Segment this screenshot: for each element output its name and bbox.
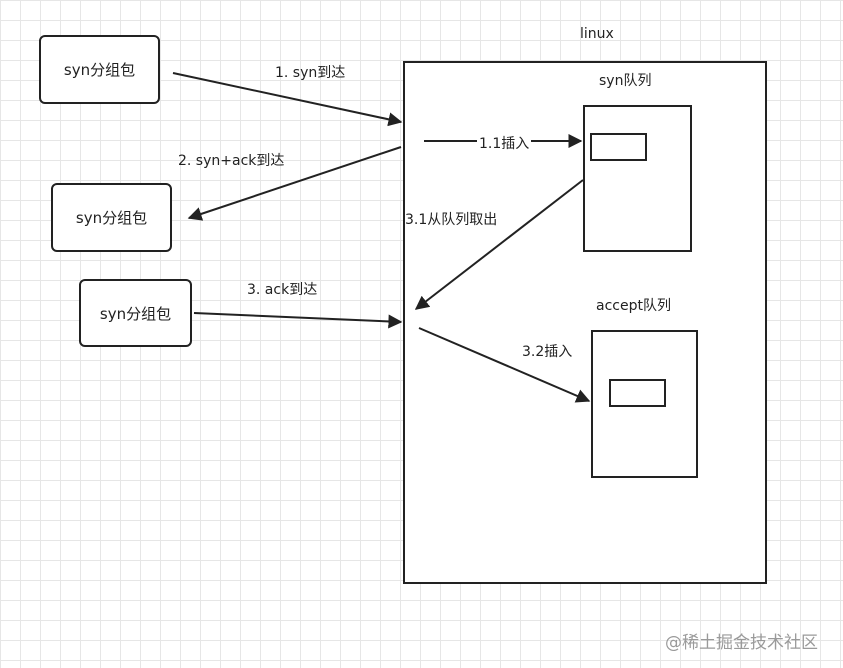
sender-box-3-label: syn分组包 bbox=[99, 304, 172, 323]
step-3-1-label: 3.1从队列取出 bbox=[405, 212, 498, 228]
accept-queue-label: accept队列 bbox=[596, 298, 671, 314]
step-2-label: 2. syn+ack到达 bbox=[178, 153, 285, 169]
sender-box-2: syn分组包 bbox=[51, 183, 172, 252]
watermark: @稀土掘金技术社区 bbox=[665, 633, 818, 653]
arrow-ack-arrive bbox=[193, 312, 403, 329]
syn-queue-entry bbox=[590, 133, 647, 161]
sender-box-1: syn分组包 bbox=[39, 35, 160, 104]
arrow-insert-accept-queue bbox=[418, 327, 591, 403]
step-3-label: 3. ack到达 bbox=[247, 282, 318, 298]
sender-box-3: syn分组包 bbox=[79, 279, 192, 347]
step-1-label: 1. syn到达 bbox=[275, 65, 346, 81]
arrow-take-from-queue bbox=[414, 179, 584, 310]
sender-box-2-label: syn分组包 bbox=[75, 209, 148, 227]
sender-box-1-label: syn分组包 bbox=[63, 61, 136, 79]
step-3-2-label: 3.2插入 bbox=[522, 344, 573, 360]
linux-label: linux bbox=[580, 26, 614, 42]
arrow-syn-ack bbox=[187, 146, 402, 221]
arrow-syn-arrive bbox=[172, 72, 403, 127]
syn-queue-box bbox=[583, 105, 692, 252]
syn-queue-label: syn队列 bbox=[599, 73, 652, 89]
accept-queue-entry bbox=[609, 379, 666, 407]
step-1-1-label: 1.1插入 bbox=[477, 133, 532, 153]
